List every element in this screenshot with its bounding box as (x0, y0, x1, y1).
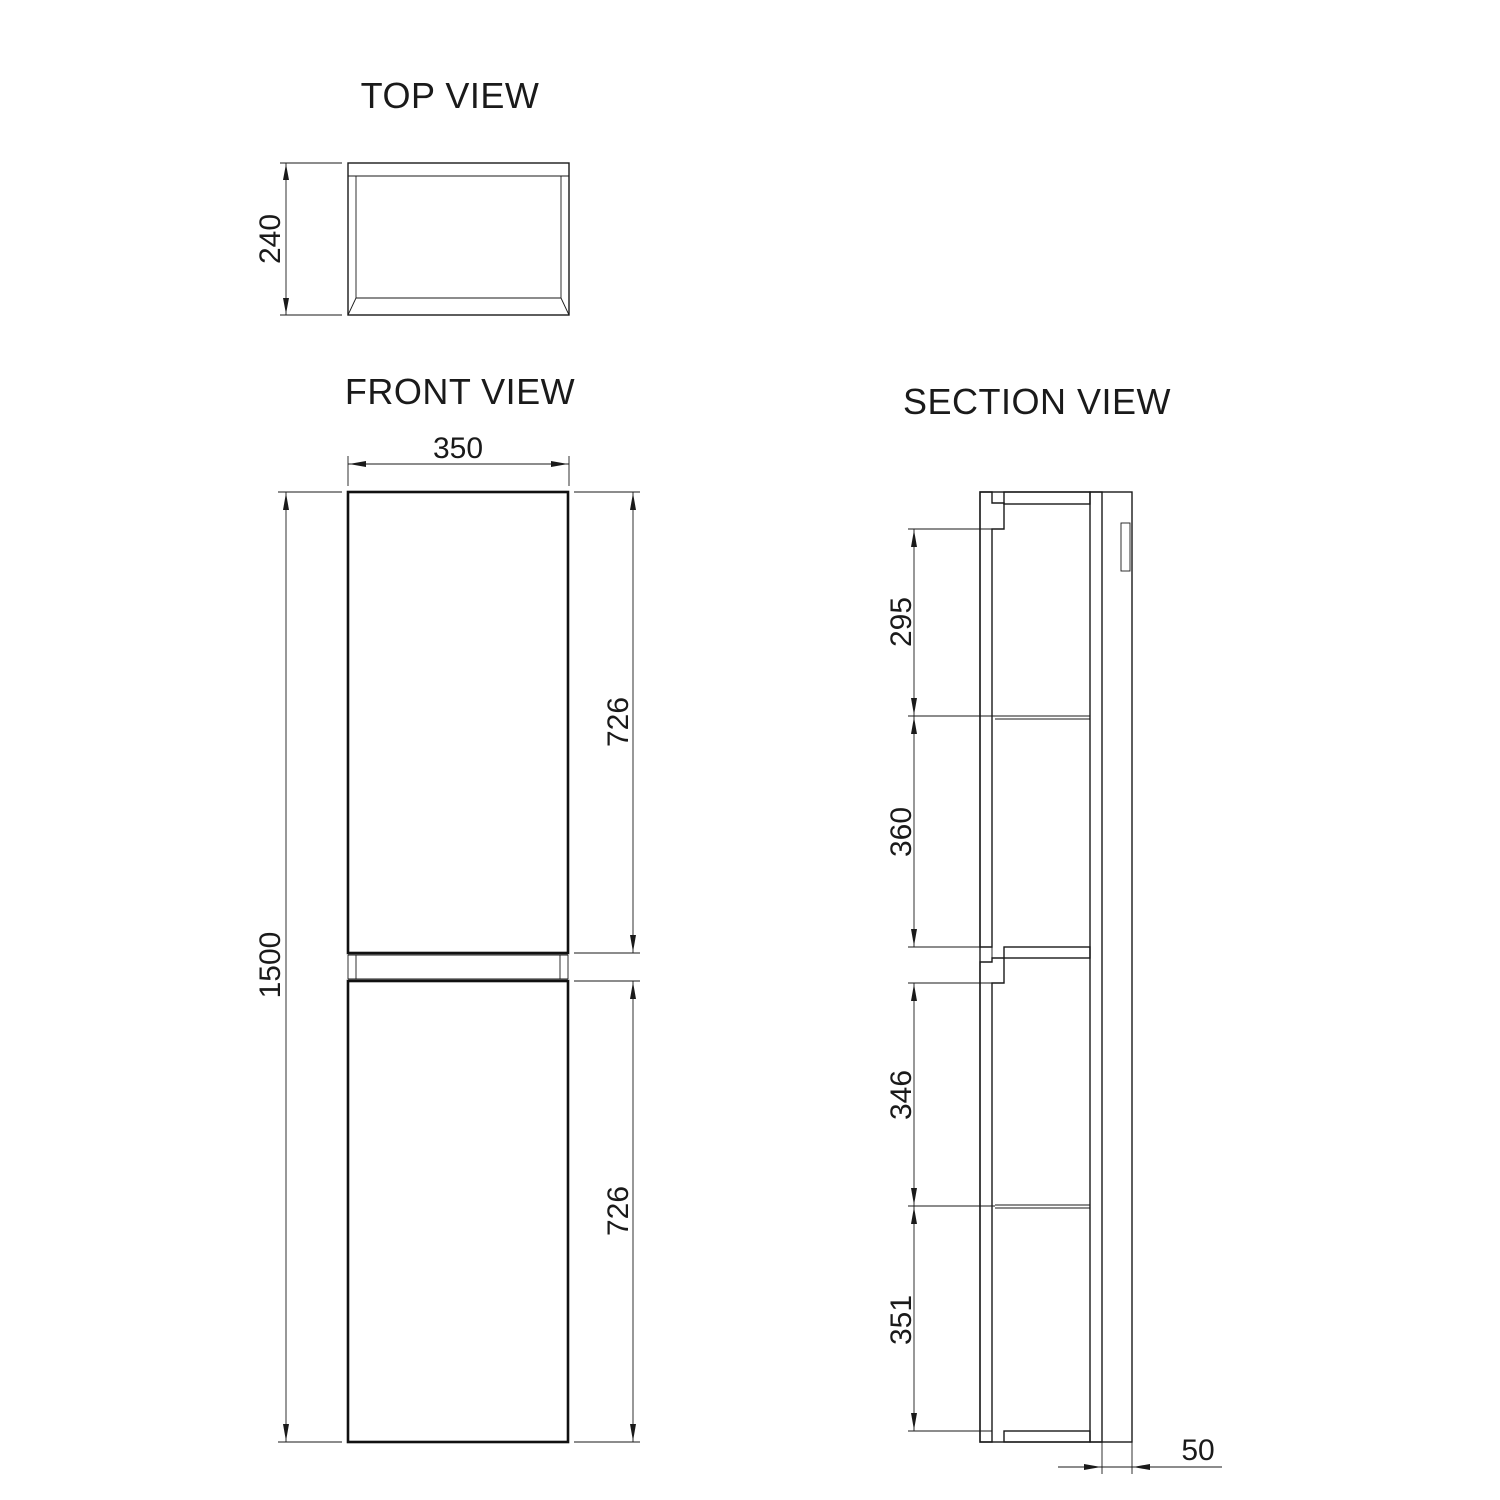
section-offset-dimension: 50 (1058, 1434, 1222, 1474)
top-view-title: TOP VIEW (361, 75, 540, 116)
lower-door-dimension: 726 (574, 980, 640, 1443)
back-panel (1089, 491, 1103, 1443)
middle-gap (347, 954, 569, 980)
middle-panel (1003, 946, 1091, 959)
section-dim-295: 295 (885, 597, 918, 647)
lower-door-height-label: 726 (602, 1186, 635, 1236)
lower-shelf (995, 1204, 1090, 1209)
bottom-panel (1003, 1430, 1091, 1443)
lower-door-section (979, 957, 1005, 1443)
upper-shelf (995, 715, 1090, 720)
section-dim-351: 351 (885, 1295, 918, 1345)
upper-door-section (979, 491, 1005, 948)
top-view: TOP VIEW 240 (254, 75, 570, 316)
front-view-cabinet (346, 490, 570, 1444)
upper-door (346, 490, 570, 955)
front-height-label: 1500 (254, 932, 287, 999)
section-dimensions: 295 360 346 351 (885, 528, 995, 1432)
section-offset-label: 50 (1181, 1434, 1214, 1467)
front-width-dimension: 350 (347, 432, 570, 486)
top-view-depth-dimension: 240 (254, 162, 342, 316)
section-view-title: SECTION VIEW (903, 381, 1171, 422)
upper-door-dimension: 726 (574, 491, 640, 954)
front-view: FRONT VIEW 350 (254, 371, 640, 1444)
upper-door-height-label: 726 (602, 697, 635, 747)
section-body (979, 491, 1133, 1443)
section-dim-360: 360 (885, 807, 918, 857)
top-panel (1003, 491, 1091, 505)
front-height-dimension: 1500 (254, 491, 342, 1443)
front-view-title: FRONT VIEW (345, 371, 575, 412)
section-view: SECTION VIEW (885, 381, 1222, 1474)
top-view-outline (347, 162, 570, 316)
front-width-label: 350 (433, 432, 483, 465)
wall-bracket (1120, 522, 1131, 572)
top-view-depth-label: 240 (254, 214, 287, 264)
lower-door (346, 979, 570, 1444)
section-dim-346: 346 (885, 1070, 918, 1120)
